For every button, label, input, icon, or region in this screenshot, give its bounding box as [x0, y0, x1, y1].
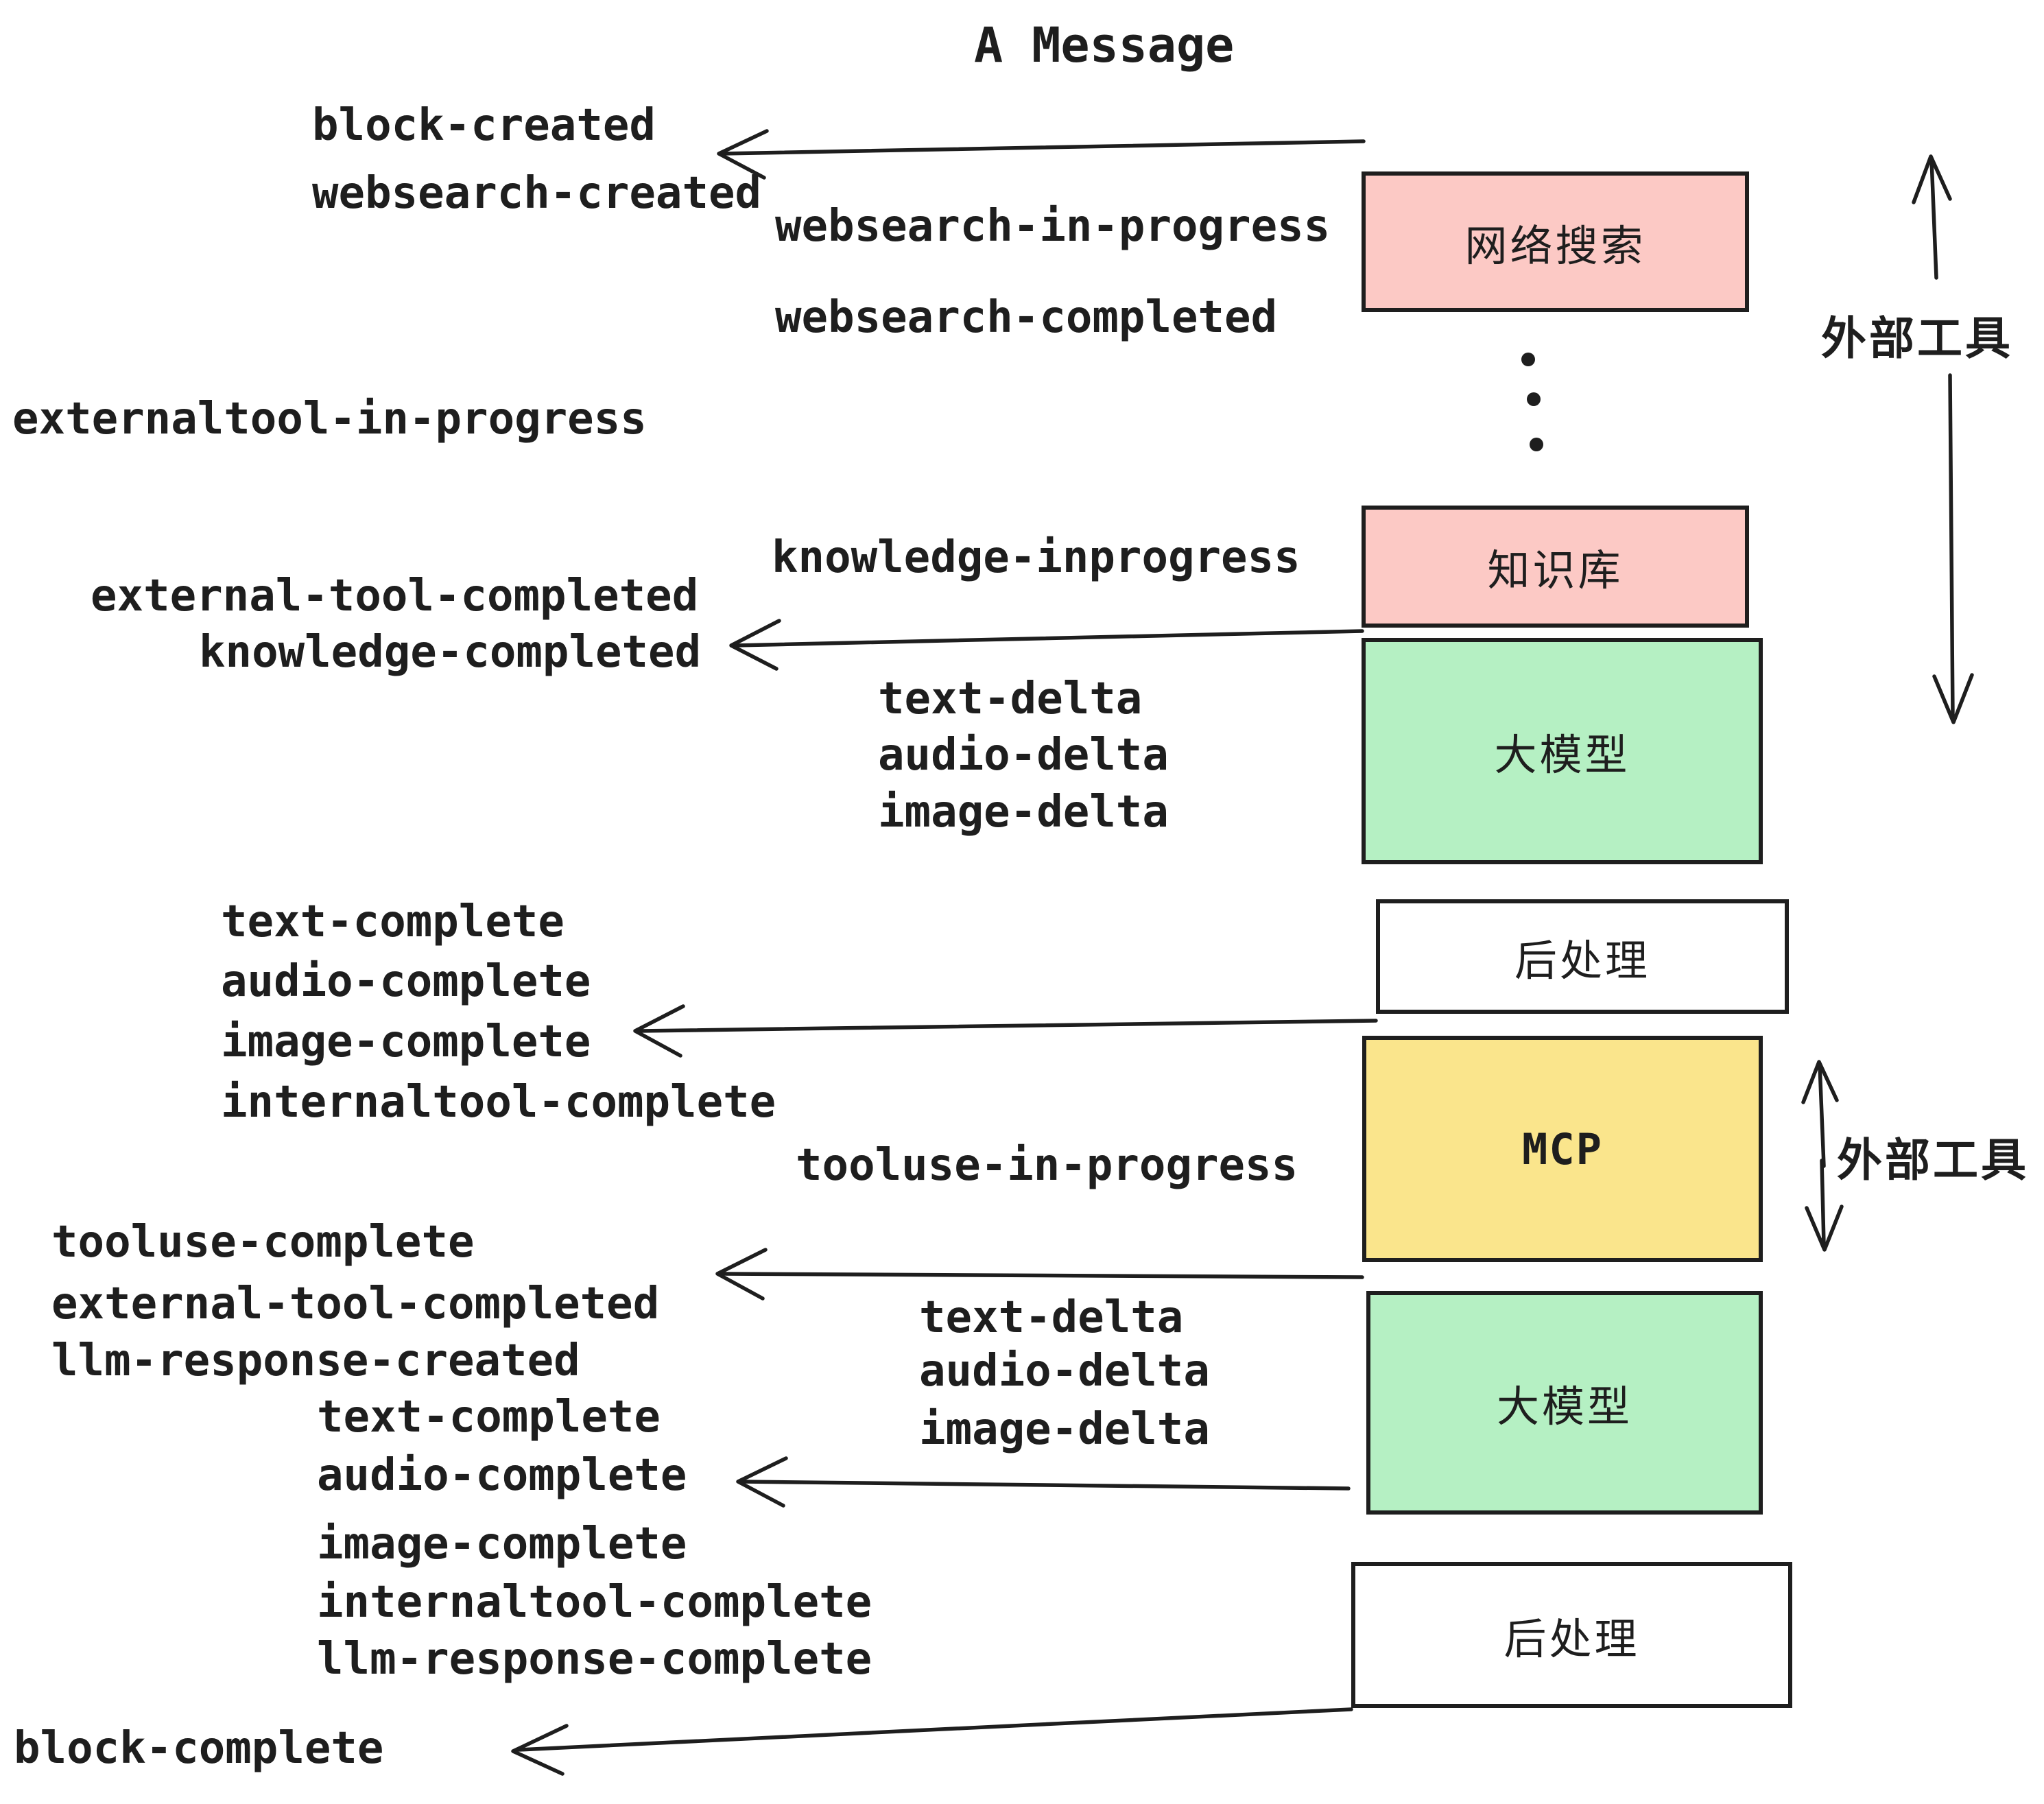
event-label-websearch-created: websearch-created [312, 168, 762, 219]
down-arrow-external-tools-1 [1932, 373, 1974, 724]
event-label-image-complete-2: image-complete [317, 1519, 687, 1569]
ellipsis-dots [1521, 353, 1543, 451]
box-websearch: 网络搜索 [1362, 171, 1749, 312]
arrow-to-block-complete [511, 1707, 1353, 1776]
box-mcp: MCP [1362, 1036, 1763, 1262]
annotation-external-tools-1: 外部工具 [1821, 312, 2013, 365]
box-llm-2-label: 大模型 [1496, 1381, 1632, 1432]
box-llm-1: 大模型 [1362, 638, 1763, 864]
box-llm-2: 大模型 [1366, 1291, 1763, 1515]
event-label-llm-response-complete: llm-response-complete [317, 1634, 872, 1685]
event-label-internaltool-complete-2: internaltool-complete [317, 1577, 872, 1628]
event-label-knowledge-inprogress: knowledge-inprogress [772, 532, 1300, 583]
event-label-audio-delta-1: audio-delta [878, 730, 1169, 781]
event-label-external-tool-completed-1: external-tool-completed [91, 571, 699, 621]
arrow-to-tooluse-complete [715, 1248, 1364, 1301]
event-label-knowledge-completed: knowledge-completed [199, 627, 702, 678]
box-llm-1-label: 大模型 [1494, 730, 1630, 780]
event-label-llm-response-created: llm-response-created [51, 1336, 580, 1386]
arrow-to-websearch-created [717, 129, 1366, 180]
event-label-tooluse-in-progress: tooluse-in-progress [796, 1140, 1298, 1191]
event-label-audio-complete-2: audio-complete [317, 1450, 687, 1501]
arrow-to-image-complete [633, 1004, 1378, 1058]
event-label-websearch-in-progress: websearch-in-progress [775, 201, 1331, 252]
event-label-block-created: block-created [312, 100, 656, 151]
event-label-image-delta-1: image-delta [878, 787, 1169, 838]
box-postprocess-1: 后处理 [1376, 899, 1789, 1014]
event-label-internaltool-complete-1: internaltool-complete [221, 1077, 776, 1128]
box-knowledge-label: 知识库 [1487, 545, 1624, 595]
box-mcp-label: MCP [1522, 1124, 1603, 1174]
box-postprocess-2-label: 后处理 [1504, 1613, 1640, 1664]
event-label-audio-delta-2: audio-delta [919, 1346, 1210, 1397]
event-label-block-complete: block-complete [14, 1723, 384, 1774]
event-label-externaltool-in-progress: externaltool-in-progress [12, 394, 647, 444]
event-label-image-complete-1: image-complete [221, 1017, 591, 1067]
arrow-to-audio-complete [736, 1456, 1351, 1508]
event-label-text-delta-2: text-delta [919, 1292, 1184, 1343]
diagram-title: A Message [974, 17, 1235, 73]
annotation-external-tools-2: 外部工具 [1837, 1134, 2029, 1187]
event-label-tooluse-complete: tooluse-complete [51, 1217, 475, 1268]
event-label-websearch-completed: websearch-completed [775, 292, 1278, 343]
box-knowledge: 知识库 [1362, 506, 1749, 628]
box-postprocess-1-label: 后处理 [1514, 935, 1650, 986]
event-label-audio-complete-1: audio-complete [221, 956, 591, 1007]
event-label-text-complete-1: text-complete [221, 897, 565, 947]
event-label-external-tool-completed-2: external-tool-completed [51, 1279, 660, 1329]
event-label-text-delta-1: text-delta [878, 674, 1143, 724]
box-websearch-label: 网络搜索 [1464, 220, 1646, 271]
arrow-to-knowledge-completed [729, 619, 1364, 671]
event-label-text-complete-2: text-complete [317, 1392, 661, 1443]
box-postprocess-2: 后处理 [1351, 1562, 1792, 1708]
event-label-image-delta-2: image-delta [919, 1404, 1210, 1455]
up-arrow-external-tools-1 [1912, 154, 1952, 280]
up-arrow-external-tools-2 [1801, 1060, 1839, 1168]
